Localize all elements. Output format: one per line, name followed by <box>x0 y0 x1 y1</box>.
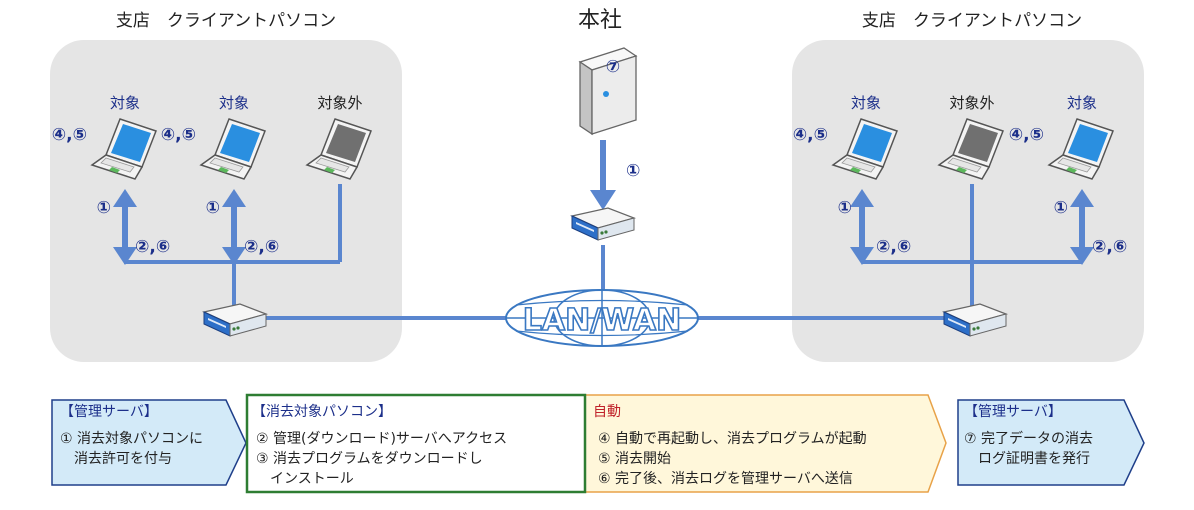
hq-uplink-step-label: ① <box>626 161 640 181</box>
pc-label-left-3: 対象外 <box>317 94 362 112</box>
flow-box-4 <box>957 399 1145 486</box>
flow-4-title: 【管理サーバ】 <box>964 404 1062 420</box>
flow-2-line-1: ② 管理(ダウンロード)サーバへアクセス <box>256 431 507 447</box>
pc-step-label-left-2: ④,⑤ <box>161 125 196 145</box>
pc-down-step-label-left-1: ②,⑥ <box>135 237 170 257</box>
flow-3-title: 自動 <box>593 404 621 420</box>
hq-down-arrow <box>590 140 616 210</box>
flow-box-1 <box>51 399 247 486</box>
arrow-right-1 <box>850 189 874 265</box>
pc-step-label-right-1: ④,⑤ <box>793 125 828 145</box>
flow-1-line-1: ① 消去対象パソコンに <box>60 431 203 447</box>
server-step-label: ⑦ <box>606 57 620 77</box>
server-icon <box>578 47 638 136</box>
pc-label-right-2: 対象外 <box>949 94 994 112</box>
flow-4-line-2: ログ証明書を発行 <box>964 451 1090 467</box>
flow-steps: 【管理サーバ】 ① 消去対象パソコンに 消去許可を付与 【消去対象パソコン】 ②… <box>51 393 1145 494</box>
pc-down-step-label-left-2: ②,⑥ <box>244 237 279 257</box>
pc-label-left-2: 対象 <box>219 94 249 112</box>
flow-2-line-2: ③ 消去プログラムをダウンロードし <box>256 451 483 467</box>
flow-2-title: 【消去対象パソコン】 <box>252 404 392 420</box>
pc-label-right-1: 対象 <box>851 94 881 112</box>
router-icon-hq <box>571 207 635 241</box>
pc-up-step-label-left-1: ① <box>97 198 111 218</box>
arrow-left-2 <box>222 189 246 265</box>
pc-step-label-right-3: ④,⑤ <box>1009 125 1044 145</box>
pc-up-step-label-right-3: ① <box>1054 198 1068 218</box>
pc-layer: 対象 ④,⑤ ① ②,⑥ 対象 ④,⑤ ① ②,⑥ 対象外 対象 ④,⑤ ① ②,⑥ 対象外 対象 ④,⑤ ① ②… <box>52 94 1128 257</box>
pc-label-left-1: 対象 <box>110 94 140 112</box>
flow-1-title: 【管理サーバ】 <box>60 404 158 420</box>
arrow-left-1 <box>113 189 137 265</box>
pc-step-label-left-1: ④,⑤ <box>52 125 87 145</box>
headquarters-title: 本社 <box>578 8 622 33</box>
flow-box-2 <box>245 393 587 494</box>
branch-left-title: 支店 クライアントパソコン <box>116 11 336 31</box>
network-globe-icon <box>505 289 699 347</box>
pc-label-right-3: 対象 <box>1067 94 1097 112</box>
arrow-right-2 <box>1070 189 1094 265</box>
flow-3-line-2: ⑤ 消去開始 <box>598 451 671 467</box>
flow-3-line-3: ⑥ 完了後、消去ログを管理サーバへ送信 <box>598 471 853 487</box>
network-label: LAN/WAN <box>523 303 681 338</box>
pc-up-step-label-right-1: ① <box>838 198 852 218</box>
branch-right-panel <box>792 40 1144 362</box>
flow-2-line-3: インストール <box>256 471 354 487</box>
flow-3-line-1: ④ 自動で再起動し、消去プログラムが起動 <box>598 431 867 447</box>
pc-up-step-label-left-2: ① <box>206 198 220 218</box>
branch-right-title: 支店 クライアントパソコン <box>862 11 1082 31</box>
branch-arrows <box>113 189 1094 265</box>
pc-down-step-label-right-3: ②,⑥ <box>1092 237 1127 257</box>
flow-4-line-1: ⑦ 完了データの消去 <box>964 430 1093 447</box>
pc-down-step-label-right-1: ②,⑥ <box>876 237 911 257</box>
network-lines <box>124 184 1082 320</box>
flow-1-line-2: 消去許可を付与 <box>60 451 172 467</box>
